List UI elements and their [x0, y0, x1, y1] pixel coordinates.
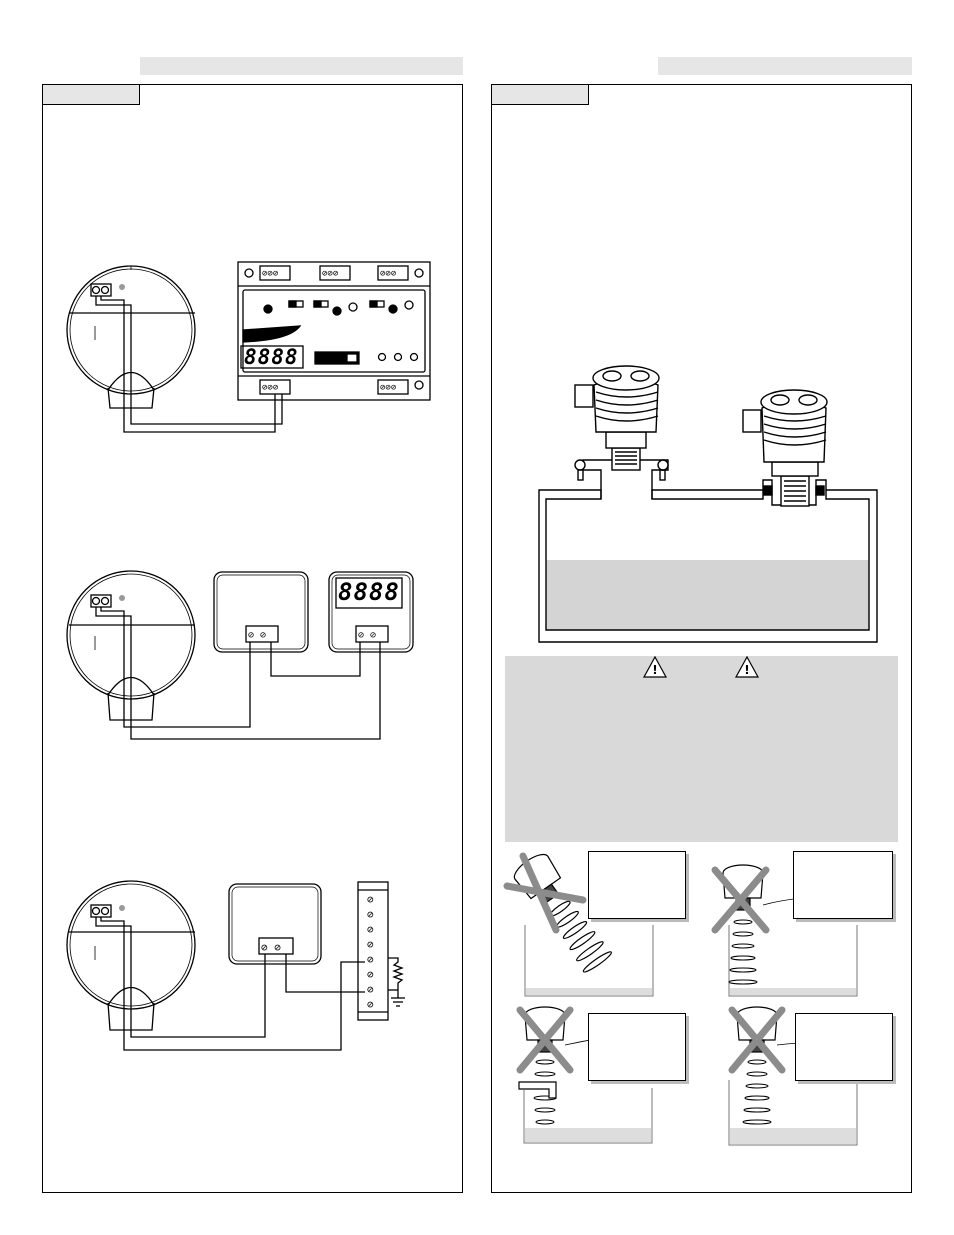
sensor-head-top-view: [66, 265, 196, 409]
right-panel-tab: [491, 84, 589, 105]
svg-text:⊘: ⊘: [367, 938, 374, 951]
svg-text:⊘⊘⊘: ⊘⊘⊘: [262, 269, 278, 279]
svg-text:⊘: ⊘: [367, 893, 374, 906]
right-header-bar: [658, 57, 912, 75]
svg-text:⊘: ⊘: [367, 908, 374, 921]
left-panel: [42, 84, 463, 1193]
callout-box: [588, 1013, 686, 1081]
callout-box: [588, 851, 686, 919]
left-header-bar: [140, 57, 463, 75]
warning-triangle-icon: !: [734, 655, 760, 678]
svg-text:⊘: ⊘: [367, 998, 374, 1011]
svg-text:⊘: ⊘: [367, 953, 374, 966]
tank-liquid: [546, 560, 869, 630]
svg-text:⊘⊘⊘: ⊘⊘⊘: [322, 269, 338, 279]
callout-box: [793, 851, 893, 919]
svg-text:⊘ ⊘: ⊘ ⊘: [248, 630, 266, 641]
callout-box: [795, 1013, 893, 1081]
left-panel-tab: [42, 84, 140, 105]
svg-text:⊘ ⊘: ⊘ ⊘: [358, 630, 376, 641]
svg-text:⊘⊘⊘: ⊘⊘⊘: [380, 269, 396, 279]
svg-text:!: !: [744, 663, 749, 677]
svg-text:⊘ ⊘: ⊘ ⊘: [261, 941, 281, 954]
svg-text:⊘⊘⊘: ⊘⊘⊘: [380, 383, 396, 393]
svg-text:⊘: ⊘: [367, 983, 374, 996]
warning-box: [505, 656, 898, 842]
svg-text:⊘⊘⊘: ⊘⊘⊘: [262, 383, 278, 393]
display-unit-digits: 8888: [338, 578, 400, 606]
controller-unit: [237, 261, 431, 401]
svg-text:⊘: ⊘: [367, 968, 374, 981]
controller-display-digits: 8888: [244, 345, 299, 369]
svg-text:!: !: [652, 663, 657, 677]
svg-text:⊘: ⊘: [367, 923, 374, 936]
right-panel: [491, 84, 912, 1193]
warning-triangle-icon: !: [642, 655, 668, 678]
